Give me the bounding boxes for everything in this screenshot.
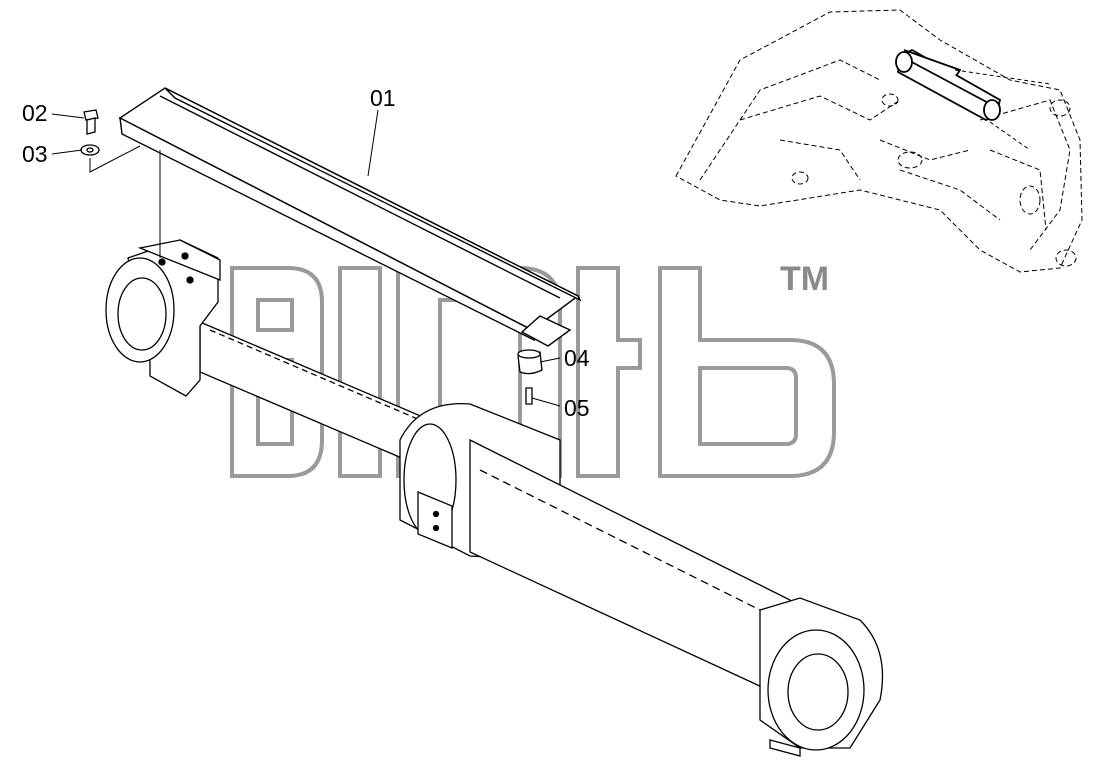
callout-leaders	[51, 109, 561, 407]
screw-05	[525, 387, 533, 405]
rubber-stop-04	[517, 349, 543, 375]
assembly-line	[89, 145, 141, 173]
washer-03	[80, 144, 100, 156]
callout-04: 04	[564, 345, 590, 371]
callout-02: 02	[22, 100, 48, 126]
locator-pointer-lines	[954, 69, 1051, 151]
hydraulic-cylinder	[105, 239, 884, 757]
locator-inset	[675, 9, 1083, 273]
trademark-symbol: TM	[780, 260, 829, 298]
callout-01: 01	[370, 85, 396, 111]
locator-highlight-cylinder	[895, 48, 1002, 121]
bolt-02	[83, 109, 99, 135]
cover-plate	[118, 87, 582, 347]
callout-03: 03	[22, 141, 48, 167]
callout-05: 05	[564, 395, 590, 421]
